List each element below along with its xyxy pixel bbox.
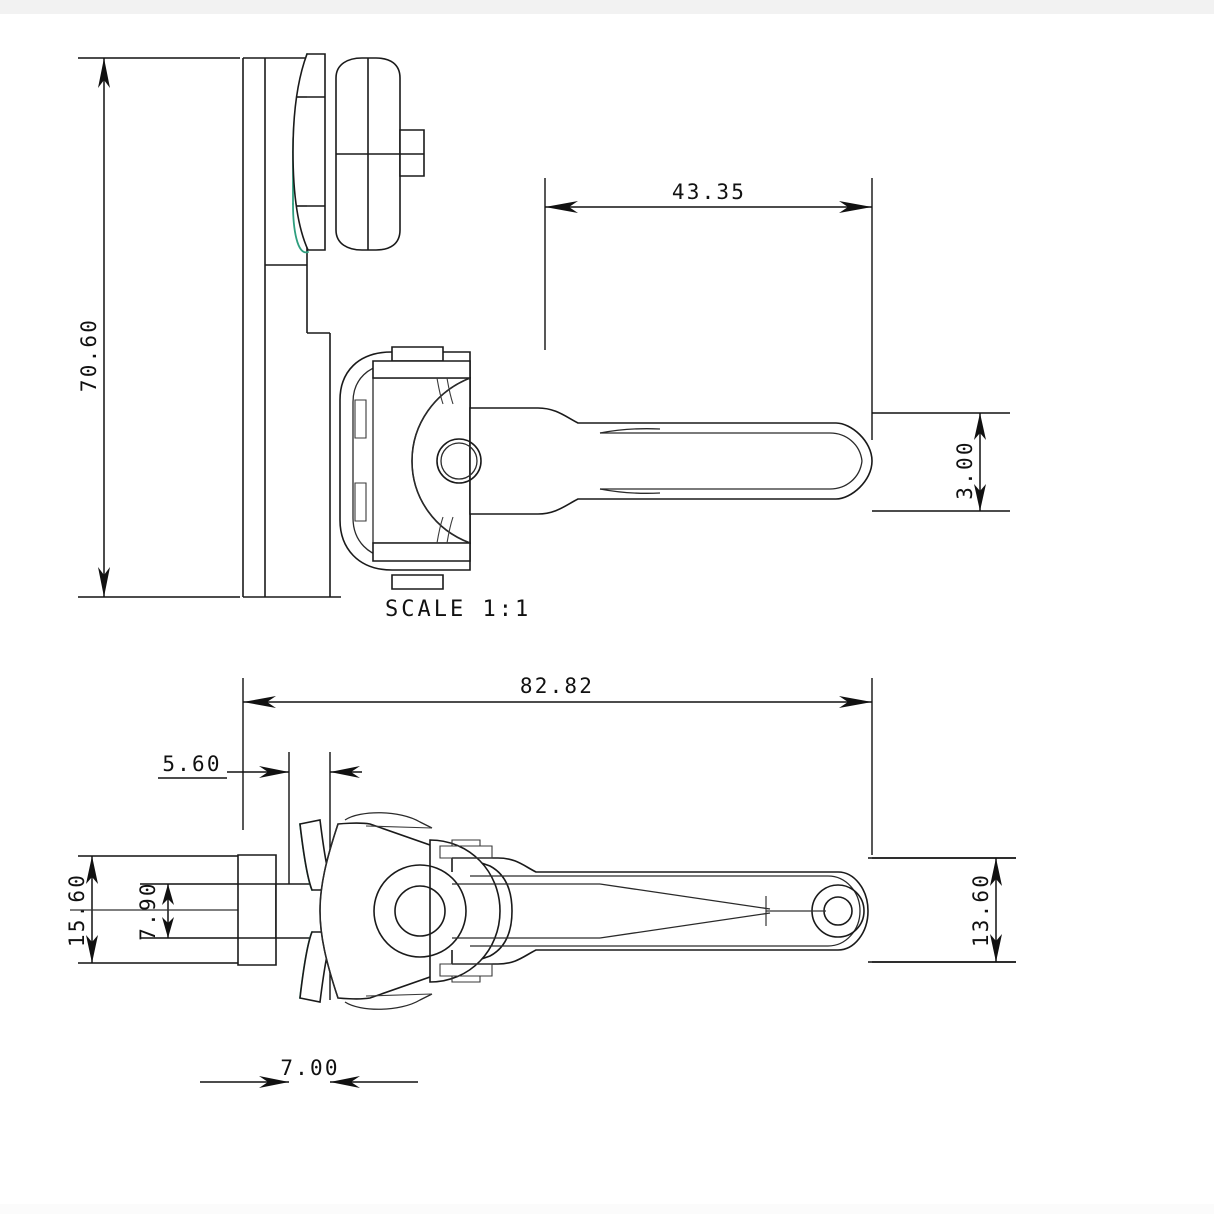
door-panel-section (242, 57, 341, 598)
dimension-13-60 (872, 857, 1016, 963)
plan-extension-lines (868, 857, 1016, 963)
dimension-label-43-35: 43.35 (672, 180, 746, 204)
dimension-label-5-60: 5.60 (162, 752, 221, 776)
page-top-margin-band (0, 0, 1214, 14)
hinge-arm-top-view (411, 376, 873, 545)
dimension-label-82-82: 82.82 (520, 674, 594, 698)
dimension-3-00 (872, 412, 1010, 512)
dimension-label-70-60: 70.60 (77, 318, 101, 392)
dimension-43-35 (544, 178, 873, 440)
dimension-label-13-60: 13.60 (969, 873, 993, 947)
dimension-7-90 (140, 883, 240, 939)
dimension-label-7-90: 7.90 (136, 881, 160, 940)
dimension-15-60 (78, 855, 240, 964)
dimension-label-3-00: 3.00 (953, 440, 977, 499)
dimension-label-7-00: 7.00 (280, 1056, 339, 1080)
dimension-70-60 (78, 57, 240, 598)
dimension-82-82 (242, 678, 873, 855)
top-view-group: SCALE 1:1 70.60 43.35 3.00 (77, 53, 1010, 622)
page-bottom-margin-band (0, 1204, 1214, 1214)
knob-body (335, 57, 425, 251)
hinge-arm-plan-view (439, 839, 869, 983)
scale-note: SCALE 1:1 (385, 597, 531, 622)
dimension-7-00 (200, 1076, 418, 1088)
bottom-view-group: 82.82 5.60 15.60 (65, 674, 1016, 1088)
hinge-cap-profile (292, 53, 326, 251)
hinge-cup-plan (319, 812, 513, 1010)
